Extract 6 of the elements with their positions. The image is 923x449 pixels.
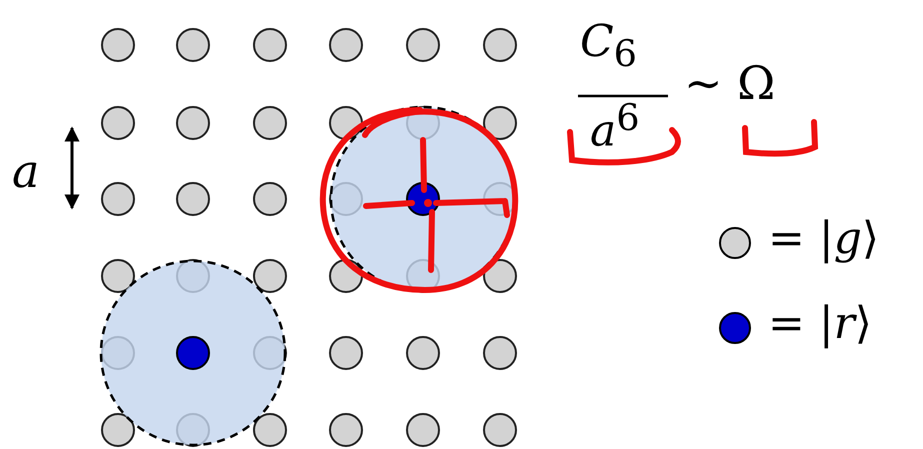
formula-numerator: C$_{6}$ bbox=[580, 20, 637, 72]
variable-label: a bbox=[12, 148, 40, 194]
formula-denominator: a$^{6}$ bbox=[590, 100, 640, 154]
formula-text: ~ Ω bbox=[684, 60, 776, 106]
legend-label: = |r⟩ bbox=[768, 302, 872, 346]
legend-label: = |g⟩ bbox=[768, 217, 880, 261]
